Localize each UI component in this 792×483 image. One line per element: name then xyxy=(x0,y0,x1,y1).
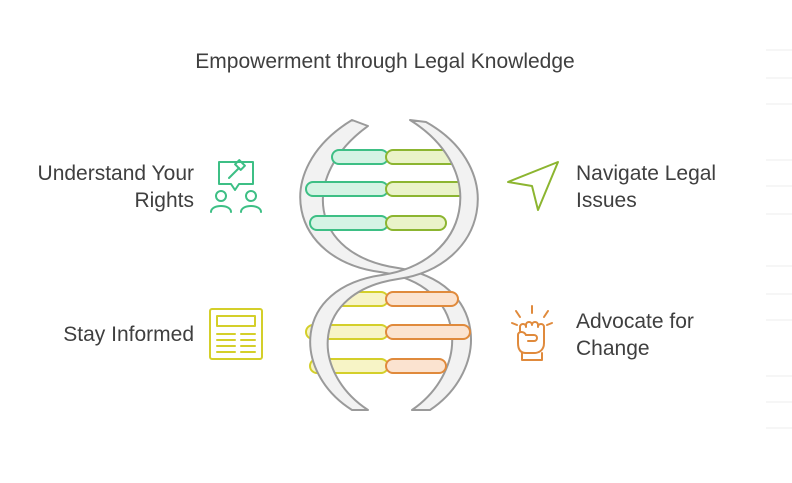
gavel-people-icon xyxy=(210,159,262,213)
helix-strand-front xyxy=(309,119,479,411)
rung-lower-3-right xyxy=(385,358,447,374)
helix-strand-back xyxy=(299,119,472,411)
rung-upper-3-right xyxy=(385,215,447,231)
rung-upper-3-left xyxy=(309,215,389,231)
item-label-advocate-change: Advocate for Change xyxy=(576,310,694,360)
item-label-stay-informed: Stay Informed xyxy=(63,323,194,346)
newspaper-icon xyxy=(209,308,263,360)
item-label-navigate-legal: Navigate Legal Issues xyxy=(576,162,717,212)
rung-group-upper xyxy=(305,149,471,231)
rung-upper-2-right xyxy=(385,181,471,197)
edge-decoration xyxy=(766,49,792,429)
diagram-title: Empowerment through Legal Knowledge xyxy=(195,50,575,73)
item-label-understand-rights: Understand Your Rights xyxy=(37,162,194,212)
rung-upper-1-left xyxy=(331,149,389,165)
rung-upper-2-left xyxy=(305,181,389,197)
rung-lower-2-right xyxy=(385,324,471,340)
navigation-arrow-icon xyxy=(507,161,559,211)
rung-lower-1-right xyxy=(385,291,459,307)
raised-fist-icon xyxy=(511,305,553,361)
